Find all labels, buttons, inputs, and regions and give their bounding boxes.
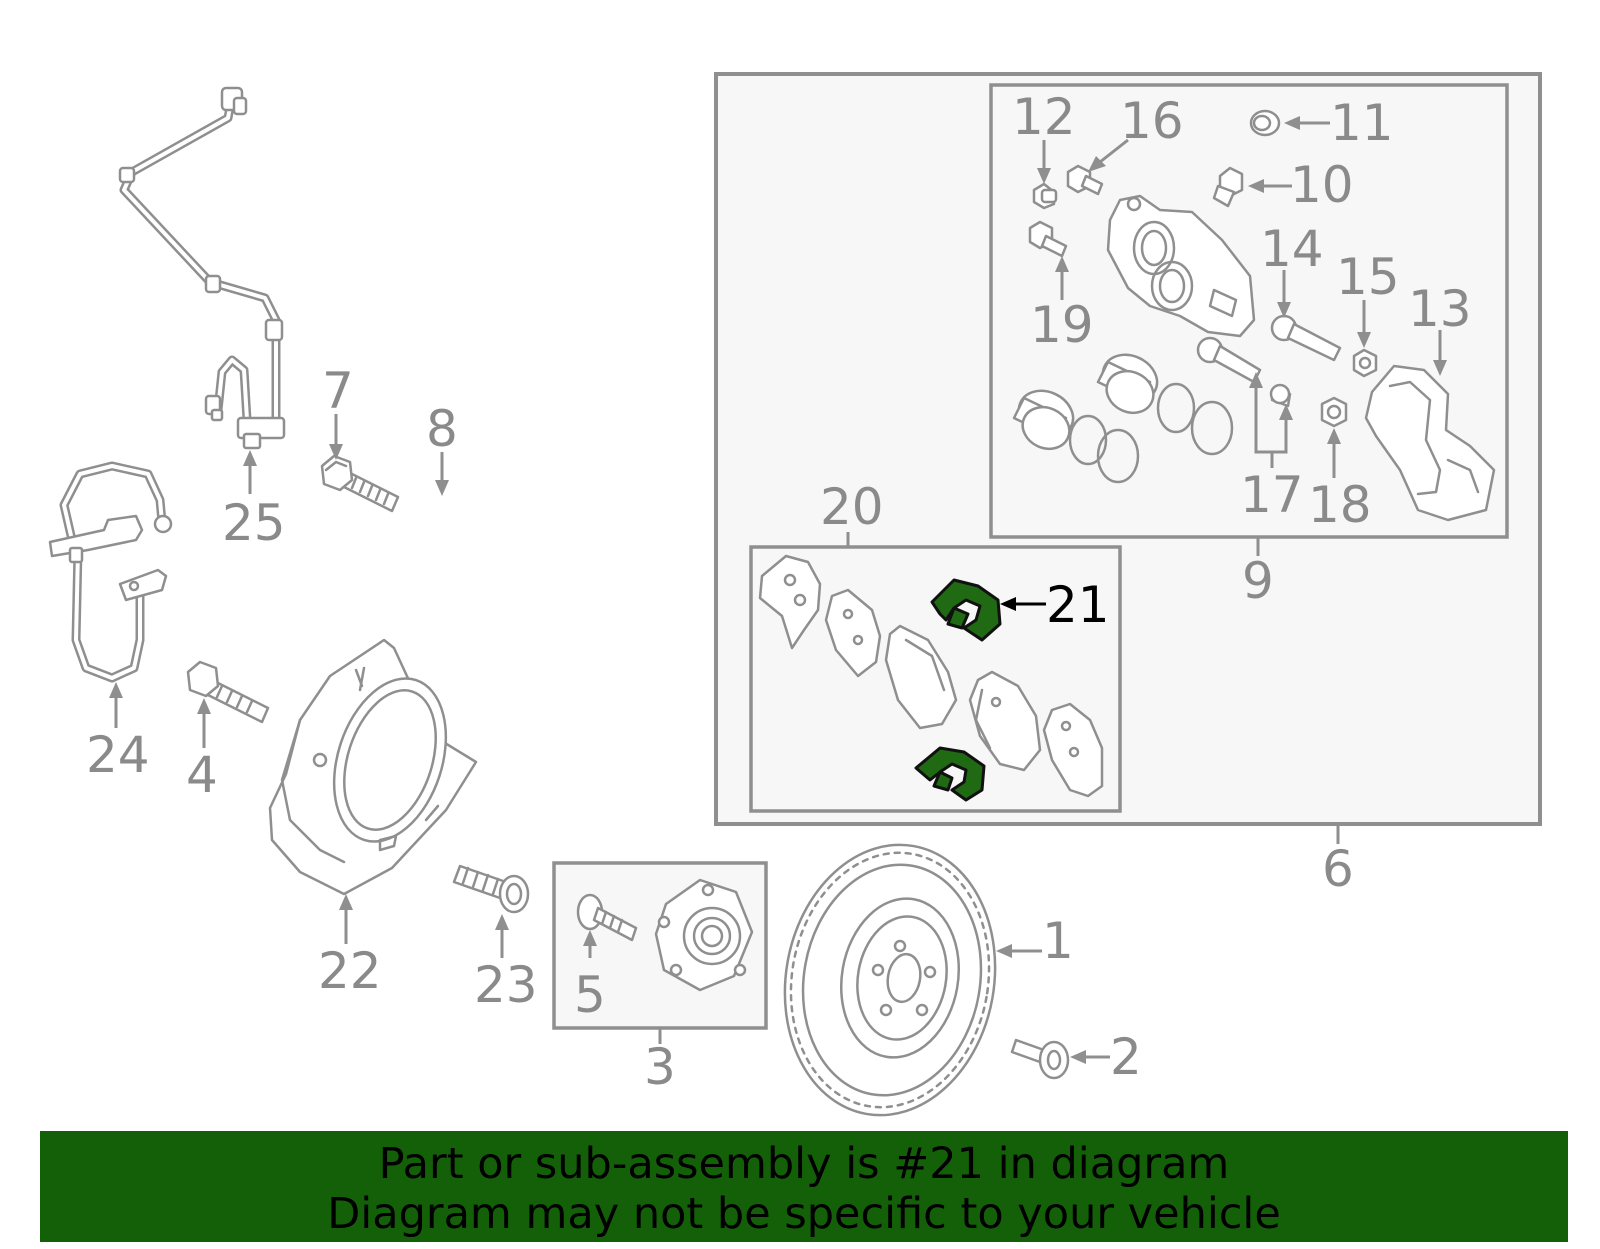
part-21-pad-clip[interactable] xyxy=(914,578,1002,802)
callout-18: 18 xyxy=(1308,476,1372,534)
callout-20: 20 xyxy=(820,478,884,536)
part-23-bolt[interactable] xyxy=(452,864,530,914)
callout-12: 12 xyxy=(1012,88,1076,146)
part-7-bolt[interactable] xyxy=(320,454,400,513)
part-25-brake-hose[interactable] xyxy=(118,86,286,450)
callout-9: 9 xyxy=(1242,552,1274,610)
banner-line-1: Part or sub-assembly is #21 in diagram xyxy=(378,1139,1230,1189)
part-15-nut[interactable] xyxy=(1352,348,1378,378)
part-24-speed-sensor[interactable] xyxy=(48,461,173,683)
callout-6: 6 xyxy=(1322,840,1354,898)
part-17-guide-pin[interactable] xyxy=(1196,336,1292,408)
part-18-nut[interactable] xyxy=(1320,396,1348,428)
callout-leaders xyxy=(109,116,1447,1064)
callout-24: 24 xyxy=(86,726,150,784)
callout-25: 25 xyxy=(222,494,286,552)
callout-2: 2 xyxy=(1110,1028,1142,1086)
part-8-clip[interactable] xyxy=(421,496,456,533)
callout-1: 1 xyxy=(1042,912,1074,970)
callout-23: 23 xyxy=(474,956,538,1014)
callout-8: 8 xyxy=(426,400,458,458)
parts-diagram: 1 2 3 4 5 6 7 8 9 10 11 12 13 14 15 16 1… xyxy=(48,72,1542,1130)
info-banner: Part or sub-assembly is #21 in diagram D… xyxy=(40,1131,1568,1242)
callout-labels: 1 2 3 4 5 6 7 8 9 10 11 12 13 14 15 16 1… xyxy=(86,88,1472,1096)
callout-17: 17 xyxy=(1240,466,1304,524)
part-11-cap[interactable] xyxy=(1249,109,1281,137)
part-14-guide-pin[interactable] xyxy=(1270,314,1342,362)
callout-13: 13 xyxy=(1408,280,1472,338)
callout-19: 19 xyxy=(1030,296,1094,354)
callout-3: 3 xyxy=(644,1038,676,1096)
part-4-bolt[interactable] xyxy=(186,660,270,724)
callout-15: 15 xyxy=(1336,248,1400,306)
callout-7: 7 xyxy=(322,362,354,420)
part-22-dust-shield[interactable] xyxy=(268,638,478,896)
part-10-fitting[interactable] xyxy=(1212,166,1244,208)
part-3-hub[interactable] xyxy=(654,878,754,992)
callout-5: 5 xyxy=(574,966,606,1024)
part-2-screw[interactable] xyxy=(1010,1038,1070,1080)
banner-line-2: Diagram may not be specific to your vehi… xyxy=(327,1189,1281,1239)
part-16-bleeder-screw[interactable] xyxy=(1066,164,1104,196)
callout-16: 16 xyxy=(1120,92,1184,150)
part-13-caliper-bracket[interactable] xyxy=(1364,364,1496,522)
part-5-hub-bolt[interactable] xyxy=(576,893,638,942)
caliper-pistons-and-seals[interactable] xyxy=(1011,346,1234,484)
part-1-rotor[interactable] xyxy=(764,828,1016,1130)
part-12-bleeder-cap[interactable] xyxy=(1032,182,1058,210)
callout-4: 4 xyxy=(186,746,218,804)
callout-21: 21 xyxy=(1046,576,1110,634)
callout-22: 22 xyxy=(318,942,382,1000)
caliper-housing[interactable] xyxy=(1106,194,1256,338)
callout-11: 11 xyxy=(1330,94,1394,152)
brake-pads[interactable] xyxy=(758,554,1104,798)
callout-10: 10 xyxy=(1290,156,1354,214)
callout-14: 14 xyxy=(1260,220,1324,278)
